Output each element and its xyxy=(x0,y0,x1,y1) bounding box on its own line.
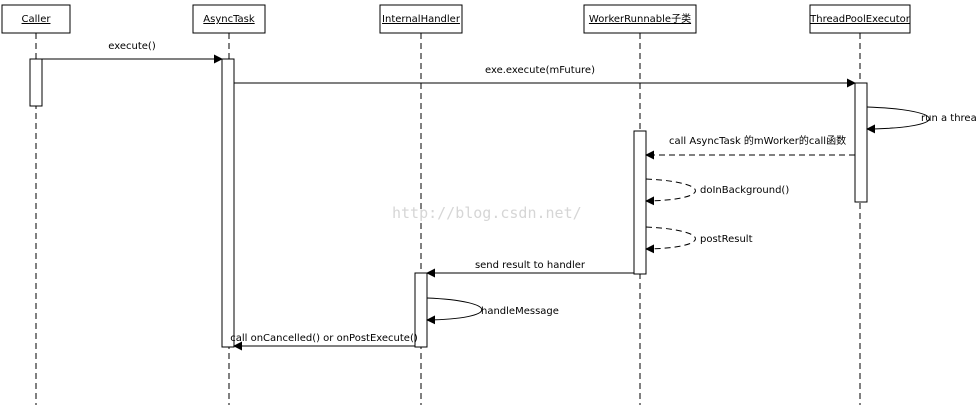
message-handlemessage-arrow xyxy=(426,297,482,325)
message-run-thread-label: run a thread xyxy=(921,113,976,124)
participant-workerrunnable: WorkerRunnable子类 xyxy=(583,4,697,34)
message-exe-execute: exe.execute(mFuture) xyxy=(234,65,856,88)
activation-asynctask xyxy=(221,58,235,348)
participant-threadpoolexecutor-label: ThreadPoolExecutor xyxy=(809,14,911,25)
participant-caller: Caller xyxy=(1,4,71,34)
participant-threadpoolexecutor: ThreadPoolExecutor xyxy=(809,4,911,34)
activation-workerrunnable xyxy=(633,130,647,275)
participant-internalhandler: InternalHandler xyxy=(379,4,463,34)
participant-asynctask-label: AsyncTask xyxy=(203,14,255,25)
message-doinbackground-label: doInBackground() xyxy=(700,185,789,196)
message-execute-label: execute() xyxy=(108,41,156,52)
message-exe-execute-label: exe.execute(mFuture) xyxy=(485,65,595,76)
message-doinbackground: doInBackground() xyxy=(645,178,789,206)
message-doinbackground-arrow xyxy=(645,178,696,206)
message-send-result-label: send result to handler xyxy=(475,260,586,271)
message-handlemessage: handleMessage xyxy=(426,297,559,325)
participant-workerrunnable-label: WorkerRunnable子类 xyxy=(589,12,691,25)
watermark: http://blog.csdn.net/ xyxy=(392,204,582,222)
activation-internalhandler xyxy=(414,272,428,348)
message-execute: execute() xyxy=(42,41,223,64)
message-run-thread: run a thread xyxy=(866,106,976,134)
participant-internalhandler-label: InternalHandler xyxy=(382,14,461,25)
message-handlemessage-label: handleMessage xyxy=(481,306,559,317)
activation-threadpoolexecutor xyxy=(854,82,868,203)
participant-asynctask: AsyncTask xyxy=(192,4,266,34)
message-run-thread-arrow xyxy=(866,106,930,134)
message-call-worker: call AsyncTask 的mWorker的call函数 xyxy=(645,134,855,160)
message-postresult-arrow xyxy=(645,226,696,254)
message-postresult: postResult xyxy=(645,226,753,254)
activations xyxy=(29,58,868,348)
participant-caller-label: Caller xyxy=(22,14,52,25)
message-postresult-label: postResult xyxy=(700,234,753,245)
activation-caller xyxy=(29,58,43,107)
message-call-worker-label: call AsyncTask 的mWorker的call函数 xyxy=(669,134,846,147)
message-call-oncancelled-label: call onCancelled() or onPostExecute() xyxy=(230,333,418,344)
message-call-oncancelled: call onCancelled() or onPostExecute() xyxy=(230,333,418,351)
message-send-result: send result to handler xyxy=(426,260,634,278)
